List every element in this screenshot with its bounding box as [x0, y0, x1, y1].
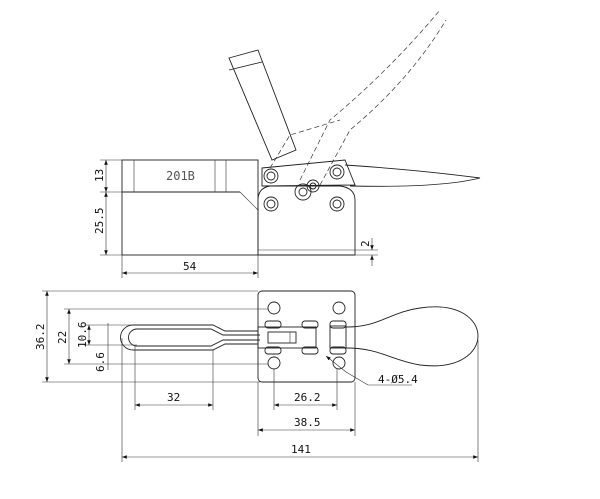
dim-base-length: 54: [183, 260, 197, 273]
dim-base-height: 25.5: [93, 208, 106, 235]
dim-plate-thickness: 2: [359, 240, 372, 247]
dim-hole-spacing-x: 26.2: [294, 391, 321, 404]
mount-plate: [257, 185, 356, 256]
model-label: 201B: [166, 169, 195, 183]
dim-loop-width: 10.6: [76, 322, 89, 349]
mount-hole: [332, 301, 346, 315]
handle-grip: [345, 306, 479, 367]
handle-open-dashed: [299, 9, 447, 186]
spindle-loop: [133, 324, 258, 351]
handle-closed: [228, 49, 297, 161]
top-view: 36.2 22 10.6 6.6 32 26.2 38.5 141 4-Ø5.4: [34, 290, 479, 462]
dim-holes-callout: 4-Ø5.4: [378, 373, 418, 386]
mount-hole: [267, 301, 281, 315]
pivot-circles: [263, 164, 345, 212]
dim-overall-length: 141: [291, 443, 311, 456]
dim-loop-length: 32: [167, 391, 180, 404]
linkage: [257, 326, 317, 349]
dim-offset: 6.6: [94, 352, 107, 372]
mount-hole: [332, 356, 346, 370]
base-plate: [257, 290, 356, 383]
mount-hole: [267, 356, 281, 370]
dim-body-height: 13: [93, 169, 106, 182]
side-view: 201B 13 25.5 54 2: [93, 9, 481, 278]
dim-hole-spacing-y: 22: [56, 331, 69, 344]
dim-plate-length: 38.5: [294, 416, 321, 429]
dim-overall-width: 36.2: [34, 324, 47, 351]
